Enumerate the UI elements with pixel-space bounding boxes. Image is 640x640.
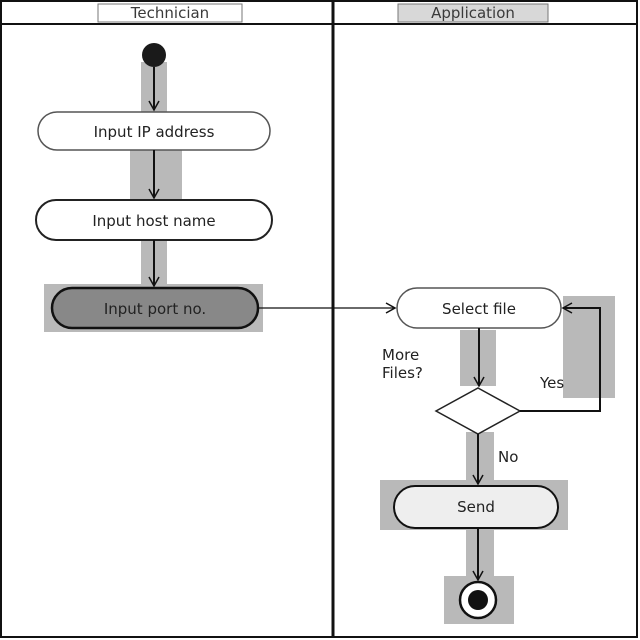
branch-label-no: No — [498, 448, 518, 466]
action-send: Send — [393, 485, 559, 529]
action-input-host-name: Input host name — [35, 199, 273, 241]
decision-node — [434, 387, 522, 435]
lane-title-technician: Technician — [130, 4, 209, 22]
lane-header-application: Application — [397, 3, 549, 23]
decision-label-line1: More — [382, 346, 419, 364]
flow-edges — [148, 67, 601, 582]
action-label: Send — [457, 498, 495, 516]
branch-label-yes: Yes — [539, 374, 564, 392]
action-label: Select file — [442, 300, 516, 318]
initial-node — [142, 43, 166, 67]
action-label: Input port no. — [104, 300, 206, 318]
action-label: Input IP address — [94, 123, 215, 141]
action-input-port-no: Input port no. — [50, 286, 260, 330]
edge-decision-yes-loop — [520, 302, 601, 412]
decision-label-line2: Files? — [382, 364, 423, 382]
lane-title-application: Application — [431, 4, 515, 22]
lane-header-technician: Technician — [97, 3, 243, 23]
final-node — [458, 580, 498, 620]
action-select-file: Select file — [396, 287, 562, 329]
action-input-ip-address: Input IP address — [37, 111, 271, 151]
action-label: Input host name — [92, 212, 215, 230]
